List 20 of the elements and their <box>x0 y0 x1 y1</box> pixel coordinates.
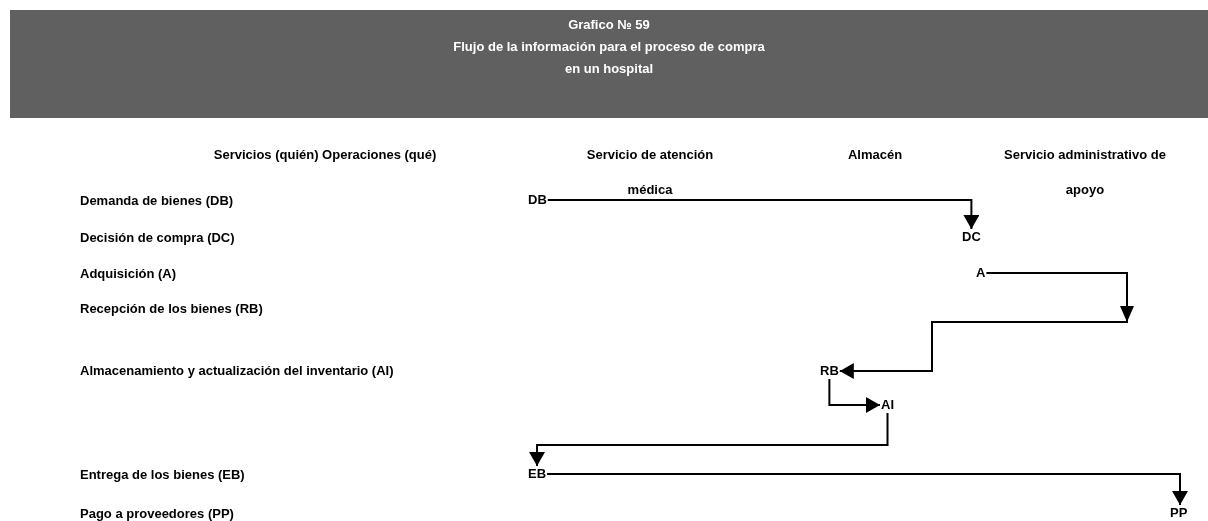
operation-code: DB <box>527 192 548 208</box>
operation-code: RB <box>819 363 840 379</box>
figure-number: Grafico № 59 <box>568 16 650 34</box>
row-label: Entrega de los bienes (EB) <box>80 466 245 484</box>
operation-code: EB <box>527 466 548 482</box>
column-header: Servicio de atención médica <box>585 146 715 199</box>
row-label: Demanda de bienes (DB) <box>80 192 234 210</box>
row-label: Adquisición (A) <box>80 265 177 283</box>
diagram-title: Flujo de la información para el proceso de compra en un hospital <box>452 38 766 78</box>
operation-code: A <box>975 265 987 281</box>
operation-code: DC <box>961 229 982 245</box>
column-header: Almacén <box>846 146 904 164</box>
row-label: Decisión de compra (DC) <box>80 229 235 247</box>
column-header: Servicio administrativo de apoyo <box>1003 146 1167 199</box>
column-header: Servicios (quién) Operaciones (qué) <box>212 146 438 164</box>
operation-code: AI <box>880 397 895 413</box>
row-label: Pago a proveedores (PP) <box>80 505 234 521</box>
operation-code: PP <box>1169 505 1189 521</box>
row-label: Recepción de los bienes (RB) <box>80 300 263 318</box>
row-label: Almacenamiento y actualización del inventario (AI) <box>80 362 395 380</box>
